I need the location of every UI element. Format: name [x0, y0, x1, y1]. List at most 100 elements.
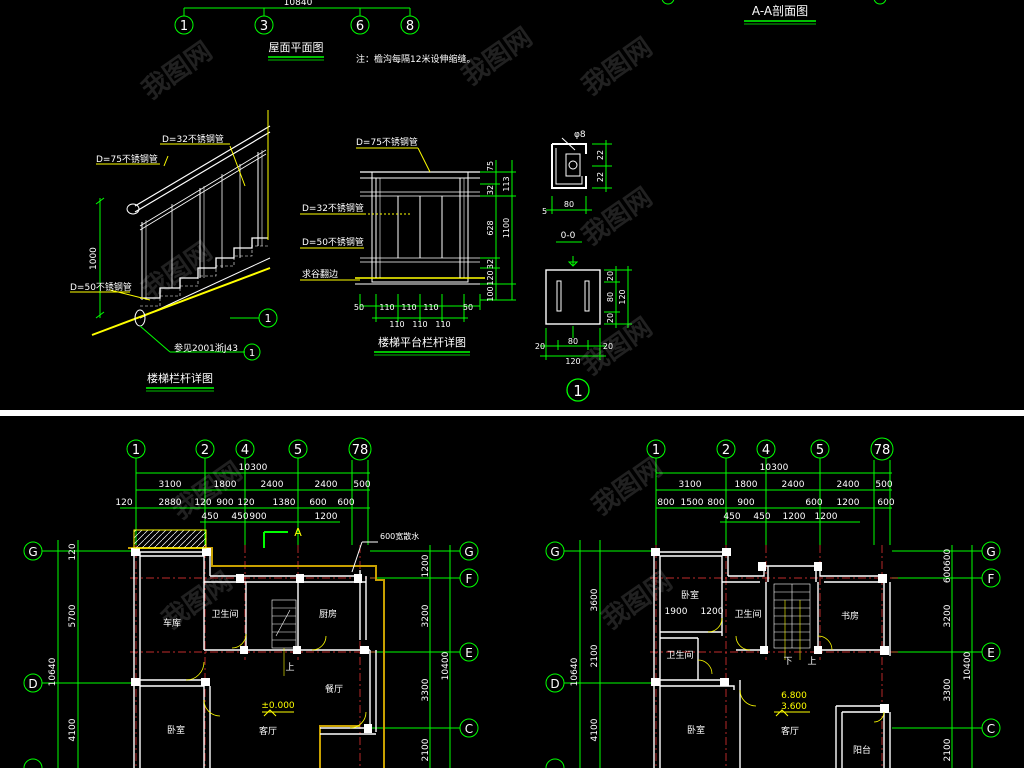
- top-axis-dim: 10840: [284, 0, 313, 8]
- sqdim-r120: 120: [618, 289, 627, 304]
- sheet-divider: [0, 410, 1024, 416]
- sqdim-r20a: 20: [606, 271, 615, 281]
- ref-circle-2: 1: [249, 348, 255, 359]
- rdim3-3: 1200: [815, 512, 838, 522]
- svg-text:78: 78: [352, 443, 369, 458]
- roof-note: 注：檐沟每隔12米设伸缩缝。: [356, 53, 475, 65]
- ldim1-3: 2400: [315, 480, 338, 490]
- rrdim-10400: 10400: [963, 651, 973, 680]
- platform-label-d50: D=50不锈钢管: [302, 236, 364, 248]
- r-stair-down: 下: [783, 657, 792, 667]
- phi-label: φ8: [574, 130, 586, 140]
- pbdim-2: 110: [401, 303, 416, 312]
- ldim2-7: 600: [337, 498, 354, 508]
- rrdim-3200: 3200: [943, 604, 953, 627]
- lldim-10640: 10640: [48, 657, 58, 686]
- sdim-5: 5: [542, 207, 547, 216]
- watermark-9: 我图网: [157, 566, 238, 635]
- rdim1-0: 3100: [679, 480, 702, 490]
- rdim1-4: 500: [875, 480, 892, 490]
- svg-text:A: A: [294, 526, 302, 539]
- svg-text:8: 8: [406, 19, 414, 34]
- sqdim-r80: 80: [606, 292, 615, 302]
- svg-text:2: 2: [722, 443, 730, 458]
- ldim1-1: 1800: [214, 480, 237, 490]
- svg-text:D: D: [28, 677, 37, 691]
- sdim-80: 80: [564, 200, 574, 209]
- rdim2-1: 1500: [681, 498, 704, 508]
- rdim1-1: 1800: [735, 480, 758, 490]
- svg-text:1: 1: [652, 443, 660, 458]
- watermark-3: 我图网: [137, 236, 218, 305]
- garage-door-hatch: [133, 529, 207, 549]
- svg-text:G: G: [464, 545, 473, 559]
- r-room-bedroom: 卧室: [687, 724, 705, 736]
- roof-plan-title: 屋面平面图: [269, 41, 324, 54]
- drain-note: 600宽散水: [380, 531, 419, 541]
- top-axis-bubble-8: 8: [400, 8, 420, 35]
- svg-text:1: 1: [132, 443, 140, 458]
- rdim3-2: 1200: [783, 512, 806, 522]
- rldim-3600: 3600: [590, 588, 600, 611]
- ldim3-3: 1200: [315, 512, 338, 522]
- sqdim-r20b: 20: [606, 313, 615, 323]
- watermark-10: 我图网: [597, 566, 678, 635]
- rdim2-5: 1200: [837, 498, 860, 508]
- rdim2-2: 800: [707, 498, 724, 508]
- left-stair: [271, 599, 297, 676]
- top-axis-bubble-6: 6: [350, 8, 370, 35]
- pdim-1100: 1100: [502, 218, 511, 238]
- rldim-2100: 2100: [590, 644, 600, 667]
- svg-text:6: 6: [356, 19, 364, 34]
- r-level-1: 6.800: [781, 691, 807, 701]
- watermark-1: 我图网: [137, 36, 218, 105]
- rdim3-1: 450: [753, 512, 770, 522]
- svg-text:G: G: [28, 545, 37, 559]
- lldim-4100: 4100: [68, 718, 78, 741]
- detail-circle-1: 1: [573, 382, 583, 400]
- lrdim-3200: 3200: [421, 604, 431, 627]
- right-total-width: 10300: [760, 463, 789, 473]
- rdim1-3: 2400: [837, 480, 860, 490]
- stair-railing-detail: 1000 D=32不锈钢管 D=75不锈钢管 D=50不锈钢管 1 1 参见20…: [70, 110, 278, 392]
- rrdim-3300: 3300: [943, 678, 953, 701]
- svg-text:C: C: [987, 722, 995, 736]
- pbdim2-0: 110: [389, 320, 404, 329]
- rdim2-4: 600: [805, 498, 822, 508]
- svg-text:G: G: [986, 545, 995, 559]
- rldim-10640: 10640: [570, 657, 580, 686]
- top-sheet: 10840 1 3 6 8 屋面平面图 注：檐沟每隔12米设伸缩缝。 A-A剖面…: [174, 0, 887, 65]
- lrdim-3300: 3300: [421, 678, 431, 701]
- section-detail: φ8 22 22 5 80 0-0: [535, 130, 632, 402]
- floor-level: ±0.000: [261, 701, 295, 711]
- ldim3-0: 450: [201, 512, 218, 522]
- rrdim-2100: 2100: [943, 738, 953, 761]
- ref-circle-1: 1: [265, 312, 272, 325]
- ldim2-6: 600: [309, 498, 326, 508]
- watermark-4: 我图网: [577, 182, 658, 251]
- label-d75: D=75不锈钢管: [96, 153, 158, 165]
- r-room-living: 客厅: [781, 725, 799, 737]
- ldim2-3: 900: [216, 498, 233, 508]
- pbdim-4: 50: [463, 303, 473, 312]
- right-plan-right-axes: G F E C: [981, 541, 1001, 738]
- stair-up: 上: [285, 662, 294, 673]
- pbdim-0: 50: [354, 303, 364, 312]
- room-kitchen: 厨房: [319, 608, 337, 620]
- pdim-120: 120: [486, 270, 495, 285]
- lrdim-10400: 10400: [441, 651, 451, 680]
- r-room-toilet-left: 卫生间: [666, 649, 693, 661]
- rldim-4100: 4100: [590, 718, 600, 741]
- lldim-5700: 5700: [68, 604, 78, 627]
- room-bedroom: 卧室: [167, 724, 185, 736]
- svg-text:3: 3: [260, 19, 268, 34]
- rdim1-2: 2400: [782, 480, 805, 490]
- left-top-axis-bubbles: 1 2 4 5 78: [126, 437, 372, 461]
- svg-text:4: 4: [762, 443, 770, 458]
- svg-text:5: 5: [294, 443, 302, 458]
- svg-text:1: 1: [180, 19, 188, 34]
- sqdim-b80: 80: [568, 337, 578, 346]
- room-garage: 车库: [163, 617, 181, 629]
- svg-text:C: C: [465, 722, 473, 736]
